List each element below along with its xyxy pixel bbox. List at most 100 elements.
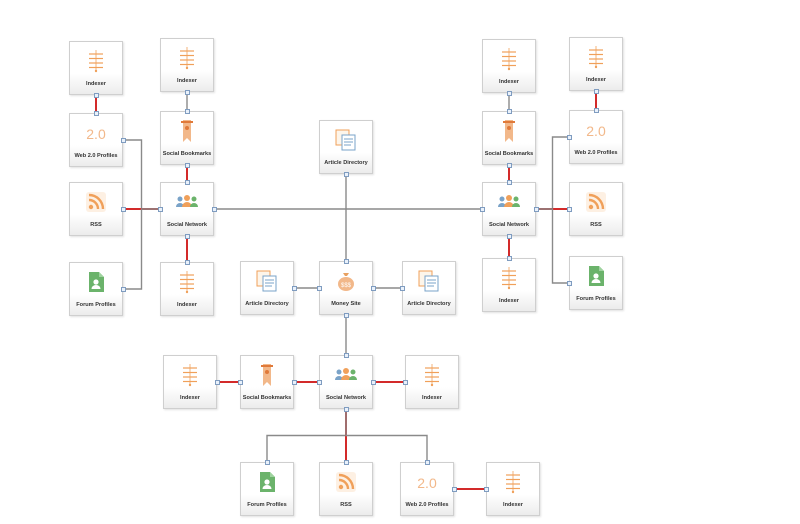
node-label: Web 2.0 Profiles: [74, 153, 118, 159]
node-b-network[interactable]: Social Network: [319, 355, 373, 409]
svg-text:2.0: 2.0: [586, 123, 606, 139]
connector-port[interactable]: [533, 206, 539, 212]
connector-port[interactable]: [506, 108, 512, 114]
bookmarks-icon: [261, 364, 273, 386]
node-label: Web 2.0 Profiles: [574, 150, 618, 156]
node-b-indexer-right[interactable]: Indexer: [405, 355, 459, 409]
node-label: Indexer: [177, 78, 197, 84]
connector-b-network-b-web20[interactable]: [345, 409, 428, 462]
connector-port[interactable]: [506, 233, 512, 239]
connector-tr-network-tr-forum[interactable]: [536, 208, 569, 284]
node-tr-indexer[interactable]: Indexer: [569, 37, 623, 91]
connector-port[interactable]: [506, 255, 512, 261]
node-tl-indexer[interactable]: Indexer: [69, 41, 123, 95]
node-tl-bookmarks[interactable]: Social Bookmarks: [160, 111, 214, 165]
node-b-indexer-left[interactable]: Indexer: [163, 355, 217, 409]
connector-port[interactable]: [157, 206, 163, 212]
connector-port[interactable]: [343, 459, 349, 465]
node-tl-network[interactable]: Social Network: [160, 182, 214, 236]
connector-port[interactable]: [479, 206, 485, 212]
node-tr-indexer-top[interactable]: Indexer: [482, 39, 536, 93]
connector-port[interactable]: [184, 233, 190, 239]
connector-port[interactable]: [316, 285, 322, 291]
node-tr-network[interactable]: Social Network: [482, 182, 536, 236]
connector-port[interactable]: [93, 92, 99, 98]
indexer-icon: [180, 271, 194, 294]
node-label: RSS: [340, 502, 352, 508]
node-tl-indexer-top[interactable]: Indexer: [160, 38, 214, 92]
connector-b-network-b-forum[interactable]: [266, 409, 347, 462]
connector-port[interactable]: [291, 285, 297, 291]
connector-port[interactable]: [343, 406, 349, 412]
connector-port[interactable]: [402, 379, 408, 385]
connector-port[interactable]: [184, 108, 190, 114]
network-icon: [498, 195, 520, 207]
node-b-rss[interactable]: RSS: [319, 462, 373, 516]
connector-port[interactable]: [566, 134, 572, 140]
connector-port[interactable]: [343, 171, 349, 177]
connector-port[interactable]: [343, 312, 349, 318]
connector-port[interactable]: [506, 179, 512, 185]
connector-port[interactable]: [316, 379, 322, 385]
node-b-indexer-far[interactable]: Indexer: [486, 462, 540, 516]
node-tl-forum[interactable]: Forum Profiles: [69, 262, 123, 316]
connector-port[interactable]: [506, 162, 512, 168]
connector-port[interactable]: [506, 90, 512, 96]
node-b-bookmarks[interactable]: Social Bookmarks: [240, 355, 294, 409]
connector-port[interactable]: [184, 179, 190, 185]
connector-port[interactable]: [184, 162, 190, 168]
indexer-icon: [89, 50, 103, 73]
connector-port[interactable]: [566, 280, 572, 286]
connector-port[interactable]: [120, 286, 126, 292]
connector-tl-web20-tl-network[interactable]: [123, 139, 160, 210]
node-c-article-top[interactable]: Article Directory: [319, 120, 373, 174]
connector-port[interactable]: [370, 285, 376, 291]
connector-port[interactable]: [566, 206, 572, 212]
connector-port[interactable]: [593, 88, 599, 94]
connector-port[interactable]: [237, 379, 243, 385]
node-label: Indexer: [499, 79, 519, 85]
connector-port[interactable]: [399, 285, 405, 291]
connector-port[interactable]: [214, 379, 220, 385]
connector-port[interactable]: [291, 379, 297, 385]
node-tr-bookmarks[interactable]: Social Bookmarks: [482, 111, 536, 165]
connector-port[interactable]: [264, 459, 270, 465]
node-label: Web 2.0 Profiles: [405, 502, 449, 508]
connector-tr-network-tr-web20[interactable]: [536, 136, 569, 210]
node-tr-rss[interactable]: RSS: [569, 182, 623, 236]
connector-port[interactable]: [184, 89, 190, 95]
connector-port[interactable]: [211, 206, 217, 212]
connector-tl-forum-tl-network[interactable]: [123, 208, 160, 290]
connector-port[interactable]: [93, 110, 99, 116]
connector-port[interactable]: [483, 486, 489, 492]
connector-port[interactable]: [593, 107, 599, 113]
connector-port[interactable]: [424, 459, 430, 465]
connector-port[interactable]: [120, 206, 126, 212]
connector-port[interactable]: [451, 486, 457, 492]
rss-icon: [86, 192, 106, 212]
money-icon: $$$: [338, 273, 354, 291]
node-tl-indexer-bottom[interactable]: Indexer: [160, 262, 214, 316]
node-c-money[interactable]: $$$Money Site: [319, 261, 373, 315]
web20-icon: 2.0: [586, 123, 606, 139]
node-label: Social Network: [488, 222, 530, 228]
node-tr-indexer-bottom[interactable]: Indexer: [482, 258, 536, 312]
article-icon: [418, 270, 439, 292]
node-c-article-left[interactable]: Article Directory: [240, 261, 294, 315]
connector-port[interactable]: [343, 258, 349, 264]
connector-port[interactable]: [343, 352, 349, 358]
node-tl-rss[interactable]: RSS: [69, 182, 123, 236]
node-c-article-right[interactable]: Article Directory: [402, 261, 456, 315]
node-tr-forum[interactable]: Forum Profiles: [569, 256, 623, 310]
node-b-forum[interactable]: Forum Profiles: [240, 462, 294, 516]
connector-port[interactable]: [120, 137, 126, 143]
node-label: RSS: [90, 222, 102, 228]
node-label: Article Directory: [324, 160, 368, 166]
connector-port[interactable]: [370, 379, 376, 385]
connector-port[interactable]: [184, 259, 190, 265]
bookmarks-icon: [503, 120, 515, 142]
